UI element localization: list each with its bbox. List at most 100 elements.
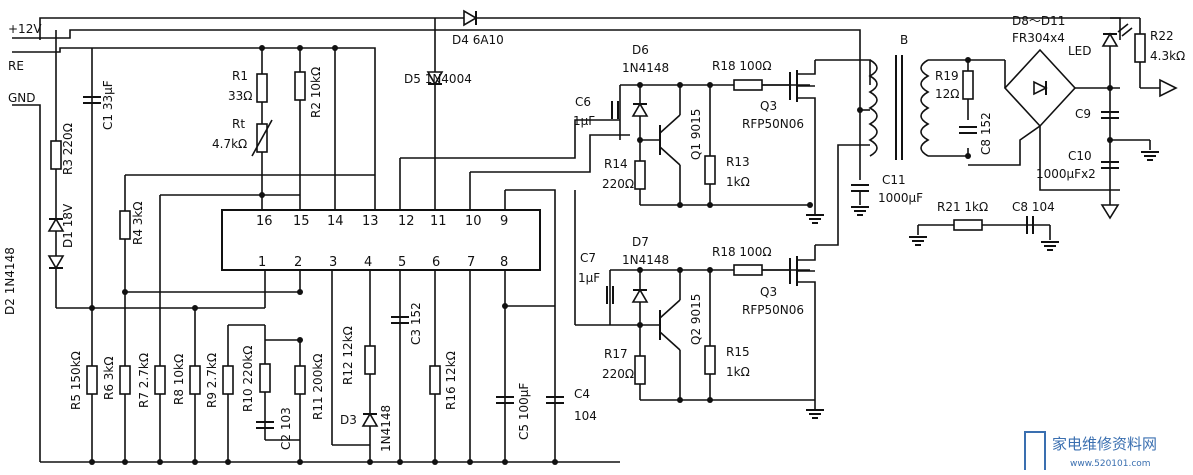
watermark-text: 家电维修资料网 — [1052, 435, 1157, 453]
ic-pin: 14 — [327, 214, 344, 229]
resistor-r18-upper — [733, 79, 763, 91]
ic-pin: 8 — [500, 255, 508, 270]
watermark: 家电维修资料网 www.520101.com — [1024, 431, 1157, 470]
label-d5: D5 1N4004 — [404, 72, 472, 86]
mosfet-q3-lower — [789, 245, 816, 400]
label-d3-value: 1N4148 — [379, 405, 393, 452]
label-c1: C1 33μF — [101, 80, 115, 130]
label-led: LED — [1068, 44, 1092, 58]
resistor-r22 — [1134, 33, 1146, 63]
label-r13: R13 — [726, 155, 750, 169]
label-re: RE — [8, 59, 24, 73]
ic-pin: 2 — [294, 255, 302, 270]
label-r17: R17 — [604, 347, 628, 361]
label-r15-value: 1kΩ — [726, 365, 750, 379]
label-q3-lower: Q3 — [760, 285, 777, 299]
label-rt: Rt — [232, 117, 245, 131]
label-r3: R3 220Ω — [61, 123, 75, 175]
resistor-r1 — [256, 73, 268, 103]
pwm-ic — [221, 209, 541, 271]
label-gnd: GND — [8, 91, 36, 105]
label-c8-snubber: C8 152 — [979, 112, 993, 155]
label-d4: D4 6A10 — [452, 33, 504, 47]
ground-nodes — [89, 459, 558, 465]
resistor-r7 — [154, 365, 166, 395]
ic-pin: 3 — [329, 255, 337, 270]
label-r15: R15 — [726, 345, 750, 359]
diode-d7 — [632, 289, 648, 303]
resistor-r3 — [50, 140, 62, 170]
resistor-r19 — [962, 70, 974, 100]
label-r1-value: 33Ω — [228, 89, 252, 103]
label-r1: R1 — [232, 69, 248, 83]
ic-pin: 1 — [258, 255, 266, 270]
label-d6: D6 — [632, 43, 649, 57]
label-c11-value: 1000μF — [878, 191, 923, 205]
label-r16: R16 12kΩ — [444, 351, 458, 410]
ground-output — [1140, 151, 1160, 161]
resistor-r21 — [953, 219, 983, 231]
ground-c11 — [850, 206, 870, 216]
watermark-url: www.520101.com — [1070, 459, 1151, 469]
label-r19-value: 12Ω — [935, 87, 959, 101]
output-arrow-icon — [1159, 78, 1178, 98]
label-r22: R22 — [1150, 29, 1174, 43]
label-d2: D2 1N4148 — [3, 247, 17, 315]
label-r18-lower: R18 100Ω — [712, 245, 772, 259]
ic-pin: 9 — [500, 214, 508, 229]
mosfet-q3-upper — [789, 60, 816, 205]
label-r22-value: 4.3kΩ — [1150, 49, 1185, 63]
label-r6: R6 3kΩ — [102, 356, 116, 400]
label-c11: C11 — [882, 173, 906, 187]
resistor-r14 — [634, 160, 646, 190]
label-c10: C10 — [1068, 149, 1092, 163]
label-q2: Q2 9015 — [689, 294, 703, 345]
label-r5: R5 150kΩ — [69, 351, 83, 410]
label-c4-value: 104 — [574, 409, 597, 423]
diode-d4 — [463, 10, 477, 26]
label-d8: D8～D11 — [1012, 14, 1065, 28]
transistor-q2 — [659, 299, 681, 351]
label-q3-upper: Q3 — [760, 99, 777, 113]
negative-output-arrow-icon — [1100, 204, 1120, 220]
label-12v: +12V — [8, 22, 42, 36]
label-r9: R9 2.7kΩ — [205, 353, 219, 408]
label-d1: D1 18V — [61, 203, 75, 248]
label-d7-value: 1N4148 — [622, 253, 669, 267]
resistor-r4 — [119, 210, 131, 240]
label-c4: C4 — [574, 387, 590, 401]
label-c7-value: 1μF — [578, 271, 600, 285]
label-r19: R19 — [935, 69, 959, 83]
diode-d3 — [362, 413, 378, 427]
ic-pin: 15 — [293, 214, 310, 229]
label-c9: C9 — [1075, 107, 1091, 121]
label-r8: R8 10kΩ — [172, 354, 186, 405]
label-r11: R11 200kΩ — [311, 354, 325, 420]
label-c7: C7 — [580, 251, 596, 265]
resistor-r8 — [189, 365, 201, 395]
label-c6-value: 1μF — [573, 114, 595, 128]
capacitor-c11 — [850, 184, 870, 192]
label-d8-value: FR304x4 — [1012, 31, 1065, 45]
label-r10: R10 220kΩ — [241, 346, 255, 412]
transistor-q1 — [659, 114, 681, 166]
ic-pin: 6 — [432, 255, 440, 270]
diode-d6 — [632, 103, 648, 117]
ic-pin: 5 — [398, 255, 406, 270]
resistor-r12 — [364, 345, 376, 375]
ic-pin: 4 — [364, 255, 372, 270]
resistor-r10 — [259, 363, 271, 393]
capacitor-c6 — [611, 100, 619, 120]
resistor-r2 — [294, 71, 306, 101]
resistor-r17 — [634, 355, 646, 385]
ic-pin: 13 — [362, 214, 379, 229]
label-d6-value: 1N4148 — [622, 61, 669, 75]
label-r12: R12 12kΩ — [341, 326, 355, 385]
resistor-r16 — [429, 365, 441, 395]
ground-c8 — [1040, 241, 1060, 251]
label-b: B — [900, 33, 908, 47]
transformer-b — [868, 55, 930, 160]
ic-pin: 10 — [465, 214, 482, 229]
resistor-r6 — [119, 365, 131, 395]
resistor-r9 — [222, 365, 234, 395]
